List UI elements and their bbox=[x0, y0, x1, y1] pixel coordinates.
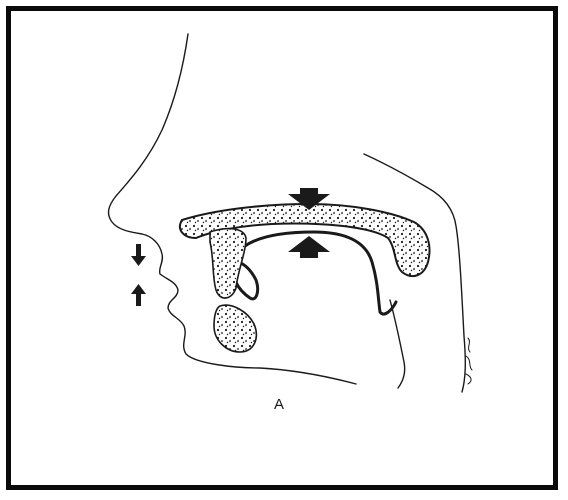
tongue-up-arrow-icon bbox=[288, 236, 330, 258]
panel-label: A bbox=[274, 396, 284, 413]
lower-jaw bbox=[214, 305, 256, 352]
lower-lip-up-arrow-icon bbox=[131, 284, 146, 306]
signature-mark bbox=[466, 338, 472, 384]
throat-outline bbox=[390, 300, 405, 388]
upper-lip-down-arrow-icon bbox=[131, 244, 146, 266]
